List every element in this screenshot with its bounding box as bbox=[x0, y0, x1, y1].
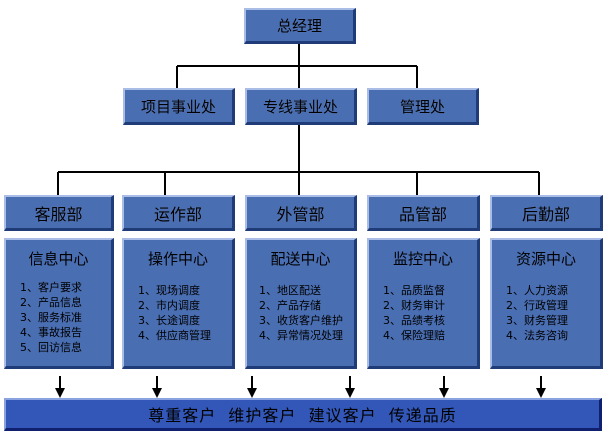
division-label: 项目事业处 bbox=[140, 97, 216, 116]
center-item: 4、异常情况处理 bbox=[259, 329, 343, 342]
center-items: 1、客户要求 2、产品信息 3、服务标准 4、事故报告 5、回访信息 bbox=[20, 280, 82, 355]
center-title: 操作中心 bbox=[147, 250, 208, 268]
center-item: 3、品绩考核 bbox=[383, 314, 445, 327]
center-item: 1、地区配送 bbox=[259, 284, 321, 297]
dept-customer-service-box: 客服部 bbox=[4, 195, 114, 231]
division-project-box: 项目事业处 bbox=[123, 88, 235, 125]
center-item: 2、行政管理 bbox=[506, 299, 568, 312]
dept-quality-box: 品管部 bbox=[367, 195, 480, 231]
dept-label: 外管部 bbox=[276, 204, 325, 224]
center-item: 4、保险理赔 bbox=[383, 329, 445, 342]
center-item: 4、事故报告 bbox=[20, 326, 82, 339]
center-item: 1、客户要求 bbox=[20, 281, 82, 294]
center-item: 1、现场调度 bbox=[138, 284, 200, 297]
center-items: 1、人力资源 2、行政管理 3、财务管理 4、法务咨询 bbox=[506, 283, 568, 343]
division-line-box: 专线事业处 bbox=[245, 88, 357, 125]
center-item: 4、供应商管理 bbox=[138, 329, 211, 342]
center-items: 1、现场调度 2、市内调度 3、长途调度 4、供应商管理 bbox=[138, 283, 211, 343]
center-item: 2、产品信息 bbox=[20, 296, 82, 309]
center-item: 3、财务管理 bbox=[506, 314, 568, 327]
slogan-text: 尊重客户 维护客户 建议客户 传递品质 bbox=[148, 406, 457, 425]
dept-logistics-box: 后勤部 bbox=[490, 195, 603, 231]
center-title: 配送中心 bbox=[270, 250, 331, 268]
center-item: 2、市内调度 bbox=[138, 299, 200, 312]
dept-label: 客服部 bbox=[34, 204, 83, 224]
general-manager-label: 总经理 bbox=[276, 17, 322, 35]
arrows bbox=[55, 376, 546, 398]
center-title: 信息中心 bbox=[28, 250, 89, 268]
center-item: 5、回访信息 bbox=[20, 341, 82, 354]
center-item: 1、人力资源 bbox=[506, 284, 568, 297]
center-items: 1、地区配送 2、产品存储 3、收货客户维护 4、异常情况处理 bbox=[259, 283, 343, 343]
center-title: 监控中心 bbox=[392, 250, 453, 268]
general-manager-box: 总经理 bbox=[244, 8, 356, 44]
center-item: 3、收货客户维护 bbox=[259, 314, 343, 327]
center-panel-monitoring: 监控中心 1、品质监督 2、财务审计 3、品绩考核 4、保险理赔 bbox=[367, 238, 480, 369]
center-panel-distribution: 配送中心 1、地区配送 2、产品存储 3、收货客户维护 4、异常情况处理 bbox=[245, 238, 357, 369]
slogan-bar: 尊重客户 维护客户 建议客户 传递品质 bbox=[4, 398, 602, 431]
division-label: 管理处 bbox=[399, 97, 445, 116]
center-panel-operations: 操作中心 1、现场调度 2、市内调度 3、长途调度 4、供应商管理 bbox=[122, 238, 235, 369]
center-item: 2、财务审计 bbox=[383, 299, 445, 312]
center-item: 3、服务标准 bbox=[20, 311, 82, 324]
dept-external-box: 外管部 bbox=[245, 195, 357, 231]
center-panel-info: 信息中心 1、客户要求 2、产品信息 3、服务标准 4、事故报告 5、回访信息 bbox=[4, 238, 114, 369]
center-item: 3、长途调度 bbox=[138, 314, 200, 327]
dept-operations-box: 运作部 bbox=[122, 195, 235, 231]
center-item: 1、品质监督 bbox=[383, 284, 445, 297]
center-item: 4、法务咨询 bbox=[506, 329, 568, 342]
dept-label: 运作部 bbox=[153, 204, 202, 224]
division-label: 专线事业处 bbox=[262, 97, 338, 116]
division-admin-box: 管理处 bbox=[367, 88, 479, 125]
dept-label: 品管部 bbox=[398, 204, 447, 224]
center-title: 资源中心 bbox=[515, 250, 576, 268]
center-panel-resources: 资源中心 1、人力资源 2、行政管理 3、财务管理 4、法务咨询 bbox=[490, 238, 603, 369]
dept-label: 后勤部 bbox=[521, 204, 570, 224]
center-item: 2、产品存储 bbox=[259, 299, 321, 312]
center-items: 1、品质监督 2、财务审计 3、品绩考核 4、保险理赔 bbox=[383, 283, 445, 343]
